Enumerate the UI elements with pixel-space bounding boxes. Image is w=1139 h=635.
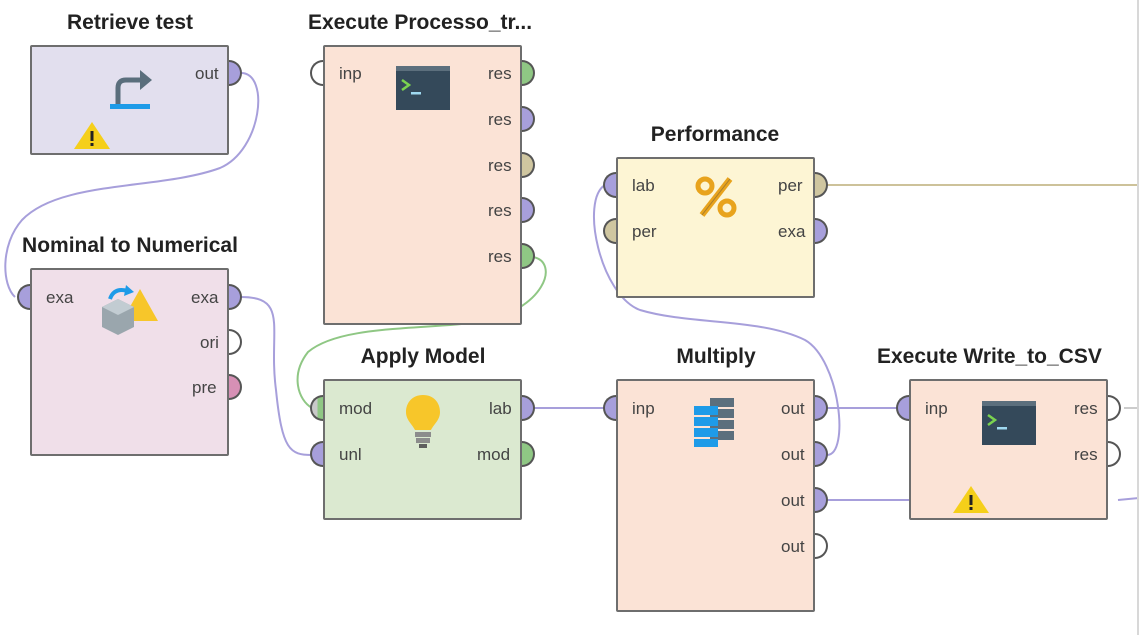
operator-title: Multiply — [676, 345, 756, 368]
port-label-out: out — [195, 64, 219, 83]
port-label-exa: exa — [46, 288, 74, 307]
port-label-res: res — [1074, 445, 1098, 464]
port-out[interactable] — [815, 533, 828, 559]
operator-body[interactable] — [30, 45, 229, 155]
port-out[interactable] — [1108, 395, 1121, 421]
port-label-out: out — [781, 537, 805, 556]
port-in[interactable] — [310, 60, 323, 86]
port-in[interactable] — [896, 395, 909, 421]
port-label-res: res — [488, 247, 512, 266]
operator-title: Performance — [650, 123, 780, 146]
operator-title: Execute Processo_tr... — [307, 11, 533, 34]
wire-write-offscreen — [1117, 497, 1139, 501]
cube-pyramid-icon — [102, 285, 158, 335]
port-label-inp: inp — [632, 399, 655, 418]
wire-nominal-to-apply — [240, 296, 313, 456]
terminal-icon — [982, 401, 1036, 445]
terminal-icon — [396, 66, 450, 110]
operator-body[interactable] — [616, 379, 815, 612]
port-out[interactable] — [815, 218, 828, 244]
operator-title: Apply Model — [360, 345, 486, 368]
port-out[interactable] — [522, 441, 535, 467]
port-label-res: res — [488, 110, 512, 129]
port-out[interactable] — [229, 284, 242, 310]
port-out[interactable] — [229, 329, 242, 355]
port-label-out: out — [781, 491, 805, 510]
port-label-res: res — [488, 64, 512, 83]
retrieve-arrow-icon — [110, 70, 152, 109]
port-out[interactable] — [522, 243, 535, 269]
port-label-res: res — [488, 201, 512, 220]
port-out[interactable] — [229, 374, 242, 400]
port-in[interactable] — [310, 441, 323, 467]
port-out[interactable] — [522, 60, 535, 86]
port-label-pre: pre — [192, 378, 217, 397]
port-label-out: out — [781, 399, 805, 418]
port-in[interactable] — [603, 395, 616, 421]
port-in[interactable] — [310, 395, 323, 421]
port-in[interactable] — [603, 218, 616, 244]
port-out[interactable] — [522, 395, 535, 421]
percent-icon — [695, 176, 737, 218]
operator-title: Execute Write_to_CSV — [877, 345, 1102, 368]
port-label-mod-out: mod — [477, 445, 511, 464]
port-label-res: res — [1074, 399, 1098, 418]
port-label-inp: inp — [339, 64, 362, 83]
port-out[interactable] — [522, 106, 535, 132]
port-label-per: per — [632, 222, 657, 241]
port-label-exa-out: exa — [778, 222, 806, 241]
multiply-stack-icon — [694, 398, 734, 447]
operator-title: Retrieve test — [66, 11, 194, 34]
lightbulb-icon — [406, 395, 440, 448]
port-out[interactable] — [815, 441, 828, 467]
port-label-out: out — [781, 445, 805, 464]
port-label-per-out: per — [778, 176, 803, 195]
port-label-unl: unl — [339, 445, 362, 464]
port-in[interactable] — [603, 172, 616, 198]
warning-icon — [74, 122, 110, 149]
port-in[interactable] — [17, 284, 30, 310]
warning-icon — [953, 486, 989, 513]
port-out[interactable] — [1108, 441, 1121, 467]
port-out[interactable] — [522, 152, 535, 178]
port-out[interactable] — [522, 197, 535, 223]
port-out[interactable] — [815, 487, 828, 513]
operator-title: Nominal to Numerical — [22, 234, 238, 257]
port-out[interactable] — [815, 172, 828, 198]
operator-body[interactable] — [616, 157, 815, 298]
port-label-mod: mod — [339, 399, 373, 418]
operator-body[interactable] — [30, 268, 229, 456]
port-label-lab: lab — [489, 399, 512, 418]
port-out[interactable] — [229, 60, 242, 86]
port-label-res: res — [488, 156, 512, 175]
port-label-inp: inp — [925, 399, 948, 418]
port-label-ori: ori — [200, 333, 219, 352]
port-out[interactable] — [815, 395, 828, 421]
port-label-exa-out: exa — [191, 288, 219, 307]
canvas-edge — [1137, 0, 1139, 635]
port-label-lab: lab — [632, 176, 655, 195]
